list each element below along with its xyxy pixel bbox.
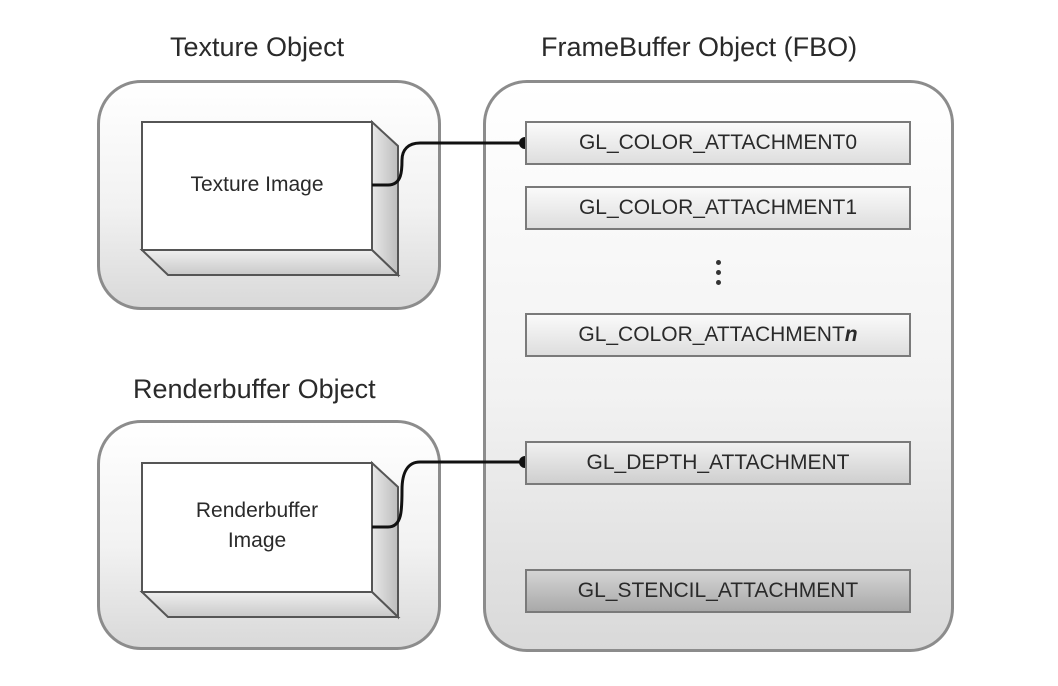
renderbuffer-object-title: Renderbuffer Object	[133, 374, 376, 404]
fbo-box	[483, 80, 954, 652]
texture-image-block	[139, 119, 401, 278]
renderbuffer-image-label-line2: Image	[227, 529, 287, 552]
renderbuffer-image-label: Renderbuffer Image	[142, 496, 372, 556]
renderbuffer-image-label-line1: Renderbuffer	[195, 499, 319, 522]
attachment-stencil: GL_STENCIL_ATTACHMENT	[525, 569, 911, 613]
fbo-title: FrameBuffer Object (FBO)	[541, 32, 858, 62]
texture-image-label: Texture Image	[190, 173, 324, 196]
connector-texture-to-color0	[372, 141, 525, 187]
attachment-colorn-prefix: GL_COLOR_ATTACHMENT	[578, 323, 845, 346]
connector-renderbuffer-to-depth	[372, 460, 525, 529]
attachment-colorn-suffix: n	[844, 323, 858, 346]
attachment-depth: GL_DEPTH_ATTACHMENT	[525, 441, 911, 485]
texture-object-title: Texture Object	[170, 32, 345, 62]
attachment-color0: GL_COLOR_ATTACHMENT0	[525, 121, 911, 165]
renderbuffer-image-block	[139, 460, 401, 620]
attachment-color1: GL_COLOR_ATTACHMENT1	[525, 186, 911, 230]
